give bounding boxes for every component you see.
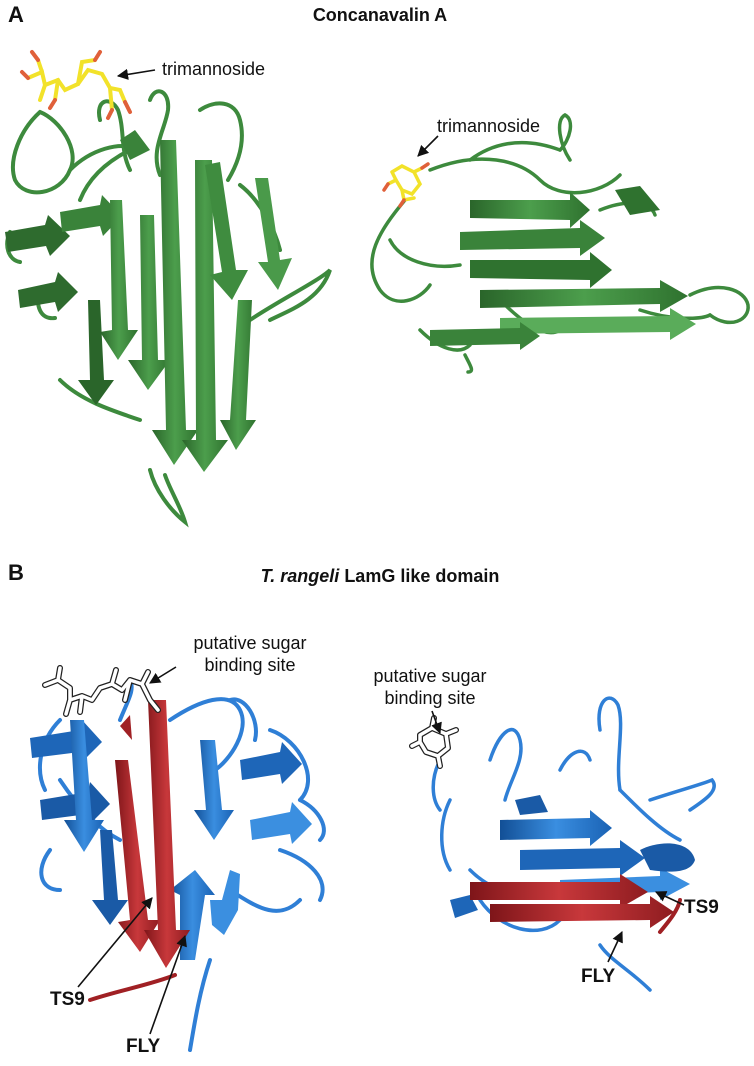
cona-right-structure — [370, 113, 750, 374]
lamg-left-structure — [30, 665, 326, 1052]
lamg-right-red-strands — [470, 874, 682, 934]
panel-b-left-site-label: putative sugar binding site — [170, 632, 330, 676]
cona-right-strands — [430, 186, 696, 350]
cona-left-structure — [5, 50, 332, 528]
panel-b-left-site-label-line1: putative sugar — [193, 633, 307, 653]
panel-a-letter: A — [8, 2, 24, 27]
panel-b-title-organism: T. rangeli — [260, 566, 340, 586]
panel-b-left-site-label-line2: binding site — [204, 655, 296, 675]
panel-b-letter: B — [8, 560, 24, 585]
panel-b-right-site-label: putative sugar binding site — [350, 665, 510, 709]
panel-b-left-fly-arrow — [149, 934, 187, 1035]
panel-b-title-rest: LamG like domain — [339, 566, 500, 586]
panel-b-left-fly-label: FLY — [126, 1036, 161, 1057]
panel-b-right-site-arrow — [431, 710, 442, 735]
lamg-left-red-strands — [88, 700, 190, 1002]
panel-b-left-site-arrow — [149, 666, 177, 684]
lamg-right-sugar — [409, 715, 459, 769]
lamg-left-strands — [30, 720, 312, 960]
panel-a-left-ligand-arrow — [116, 68, 156, 80]
lamg-right-structure — [409, 696, 716, 992]
cona-right-ligand — [382, 162, 430, 208]
panel-a-right-ligand-arrow — [417, 135, 439, 157]
cona-left-strands — [5, 130, 292, 472]
panel-b-right-site-label-line1: putative sugar — [373, 666, 487, 686]
panel-b-title: T. rangeli LamG like domain — [180, 566, 580, 587]
panel-a-title: Concanavalin A — [312, 5, 448, 25]
panel-b-right-site-label-line2: binding site — [384, 688, 476, 708]
panel-b-right-fly-label: FLY — [581, 966, 616, 987]
panel-b-left-ts9-arrow — [77, 897, 153, 988]
panel-a-left-ligand-label: trimannoside — [162, 59, 266, 79]
panel-b-right-ts9-arrow — [654, 891, 685, 906]
panel-a-right-ligand-label: trimannoside — [437, 116, 541, 136]
lamg-left-sugar — [42, 665, 161, 717]
cona-left-ligand — [20, 50, 132, 120]
panel-b-right-ts9-label: TS9 — [684, 897, 719, 918]
panel-b-left-ts9-label: TS9 — [50, 989, 85, 1010]
panel-b-right-fly-arrow — [607, 930, 623, 963]
